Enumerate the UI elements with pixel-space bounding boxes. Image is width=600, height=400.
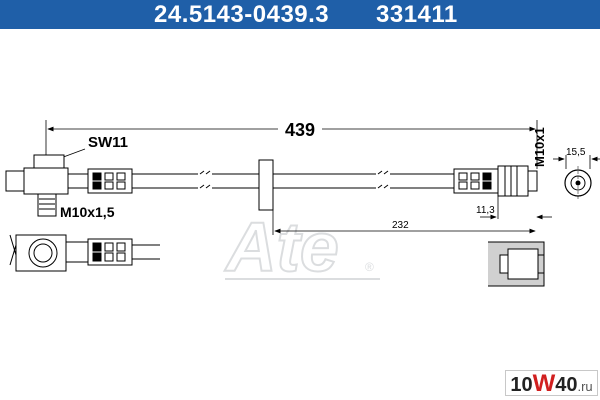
- watermark-prefix: 10: [510, 374, 533, 396]
- watermark-w: W: [532, 370, 556, 397]
- technical-drawing: Ate ® 439 SW11 M10x1,5: [5, 117, 600, 287]
- part-number: 24.5143-0439.3: [154, 1, 330, 28]
- bracket-distance-label: 232: [392, 220, 409, 231]
- watermark-suffix: .ru: [577, 379, 593, 394]
- watermark-number: 40: [555, 374, 578, 396]
- brake-hose: [131, 170, 455, 191]
- banjo-top-view: [9, 234, 160, 272]
- wrench-size-label: SW11: [88, 134, 128, 151]
- fitting-diameter-label: 15,5: [566, 147, 586, 158]
- port-section-view: [488, 241, 545, 287]
- right-thread-label: M10x1: [532, 127, 547, 167]
- ate-brand-logo: Ate ®: [223, 207, 380, 287]
- end-offset-label: 11,3: [476, 205, 495, 216]
- fitting-end-view: 15,5: [553, 147, 600, 200]
- left-crimp-sleeve: [87, 168, 133, 194]
- overall-length-dimension: 439: [45, 117, 538, 169]
- registered-mark: ®: [365, 260, 374, 274]
- reference-number: 331411: [376, 1, 458, 28]
- bracket-distance-dimension: 232: [272, 210, 536, 235]
- site-watermark: 10W40.ru: [505, 370, 598, 397]
- left-thread-label: M10x1,5: [60, 204, 115, 220]
- right-threaded-fitting: [497, 165, 538, 197]
- end-offset-dimension: 11,3: [476, 196, 552, 220]
- right-crimp-sleeve: [453, 168, 499, 194]
- title-bar: 24.5143-0439.3 331411: [0, 0, 600, 29]
- ate-logo-text: Ate: [224, 208, 339, 286]
- hose-bracket: [258, 159, 274, 211]
- overall-length-label: 439: [285, 120, 315, 140]
- left-banjo-fitting: [5, 154, 89, 217]
